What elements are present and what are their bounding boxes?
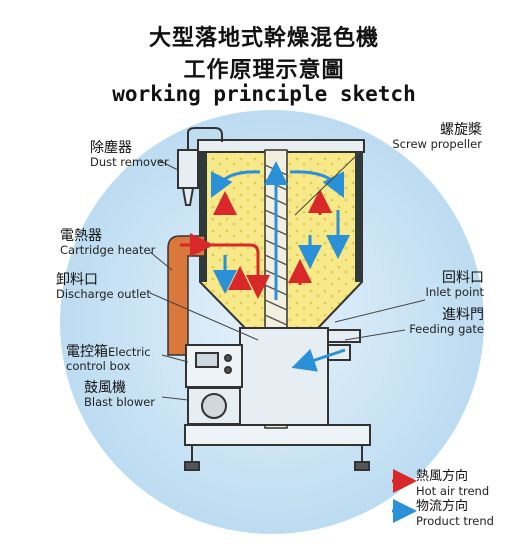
- leader-lines: [149, 151, 426, 401]
- machine-base: [184, 424, 371, 471]
- label-electric-control-box-cn: 電控箱: [66, 344, 108, 360]
- legend-product: 物流方向 Product trend: [416, 499, 494, 528]
- label-feeding-gate: 進料門 Feeding gate: [400, 307, 484, 336]
- legend-hot-air-en: Hot air trend: [416, 483, 490, 498]
- label-dust-remover: 除塵器 Dust remover: [90, 140, 169, 169]
- label-inlet-point: 回料口 Inlet point: [400, 270, 484, 299]
- label-blast-blower: 鼓風機 Blast blower: [84, 380, 155, 409]
- label-screw-propeller-en: Screw propeller: [392, 137, 482, 152]
- dust-remover: [177, 127, 223, 206]
- cartridge-heater: [167, 235, 206, 356]
- label-electric-control-box-en1: Electric: [108, 345, 151, 359]
- label-blast-blower-en: Blast blower: [84, 395, 156, 410]
- blast-blower: [187, 387, 241, 425]
- title-chinese-main: 大型落地式幹燥混色機: [148, 26, 379, 51]
- label-inlet-point-en: Inlet point: [425, 285, 484, 300]
- label-discharge-outlet: 卸料口 Discharge outlet: [56, 272, 151, 301]
- electric-control-box: [185, 344, 243, 388]
- label-electric-control-box: 電控箱Electric control box: [66, 342, 151, 374]
- label-cartridge-heater-en: Cartridge heater: [60, 243, 156, 258]
- label-cartridge-heater: 電熱器 Cartridge heater: [60, 228, 155, 257]
- title-english: working principle sketch: [112, 82, 416, 106]
- legend-hot-air-cn: 熱風方向: [416, 469, 469, 484]
- label-blast-blower-cn: 鼓風機: [84, 380, 126, 396]
- label-electric-control-box-en2: control box: [66, 359, 131, 374]
- label-inlet-point-cn: 回料口: [442, 270, 484, 286]
- label-cartridge-heater-cn: 電熱器: [60, 228, 102, 244]
- support-column: [239, 327, 329, 426]
- label-feeding-gate-en: Feeding gate: [409, 322, 484, 337]
- label-screw-propeller-cn: 螺旋槳: [440, 122, 482, 138]
- legend-product-en: Product trend: [416, 513, 494, 528]
- label-screw-propeller: 螺旋槳 Screw propeller: [360, 122, 482, 151]
- hot-air-arrows: [180, 189, 332, 299]
- label-discharge-outlet-en: Discharge outlet: [56, 287, 151, 302]
- title-chinese-sub: 工作原理示意圖: [183, 58, 345, 83]
- label-feeding-gate-cn: 進料門: [442, 307, 484, 323]
- product-flow-arrows: [210, 161, 350, 372]
- label-dust-remover-en: Dust remover: [90, 155, 169, 170]
- legend-product-cn: 物流方向: [416, 499, 469, 514]
- label-discharge-outlet-cn: 卸料口: [56, 272, 98, 288]
- label-dust-remover-cn: 除塵器: [90, 140, 132, 156]
- legend-hot-air: 熱風方向 Hot air trend: [416, 469, 490, 498]
